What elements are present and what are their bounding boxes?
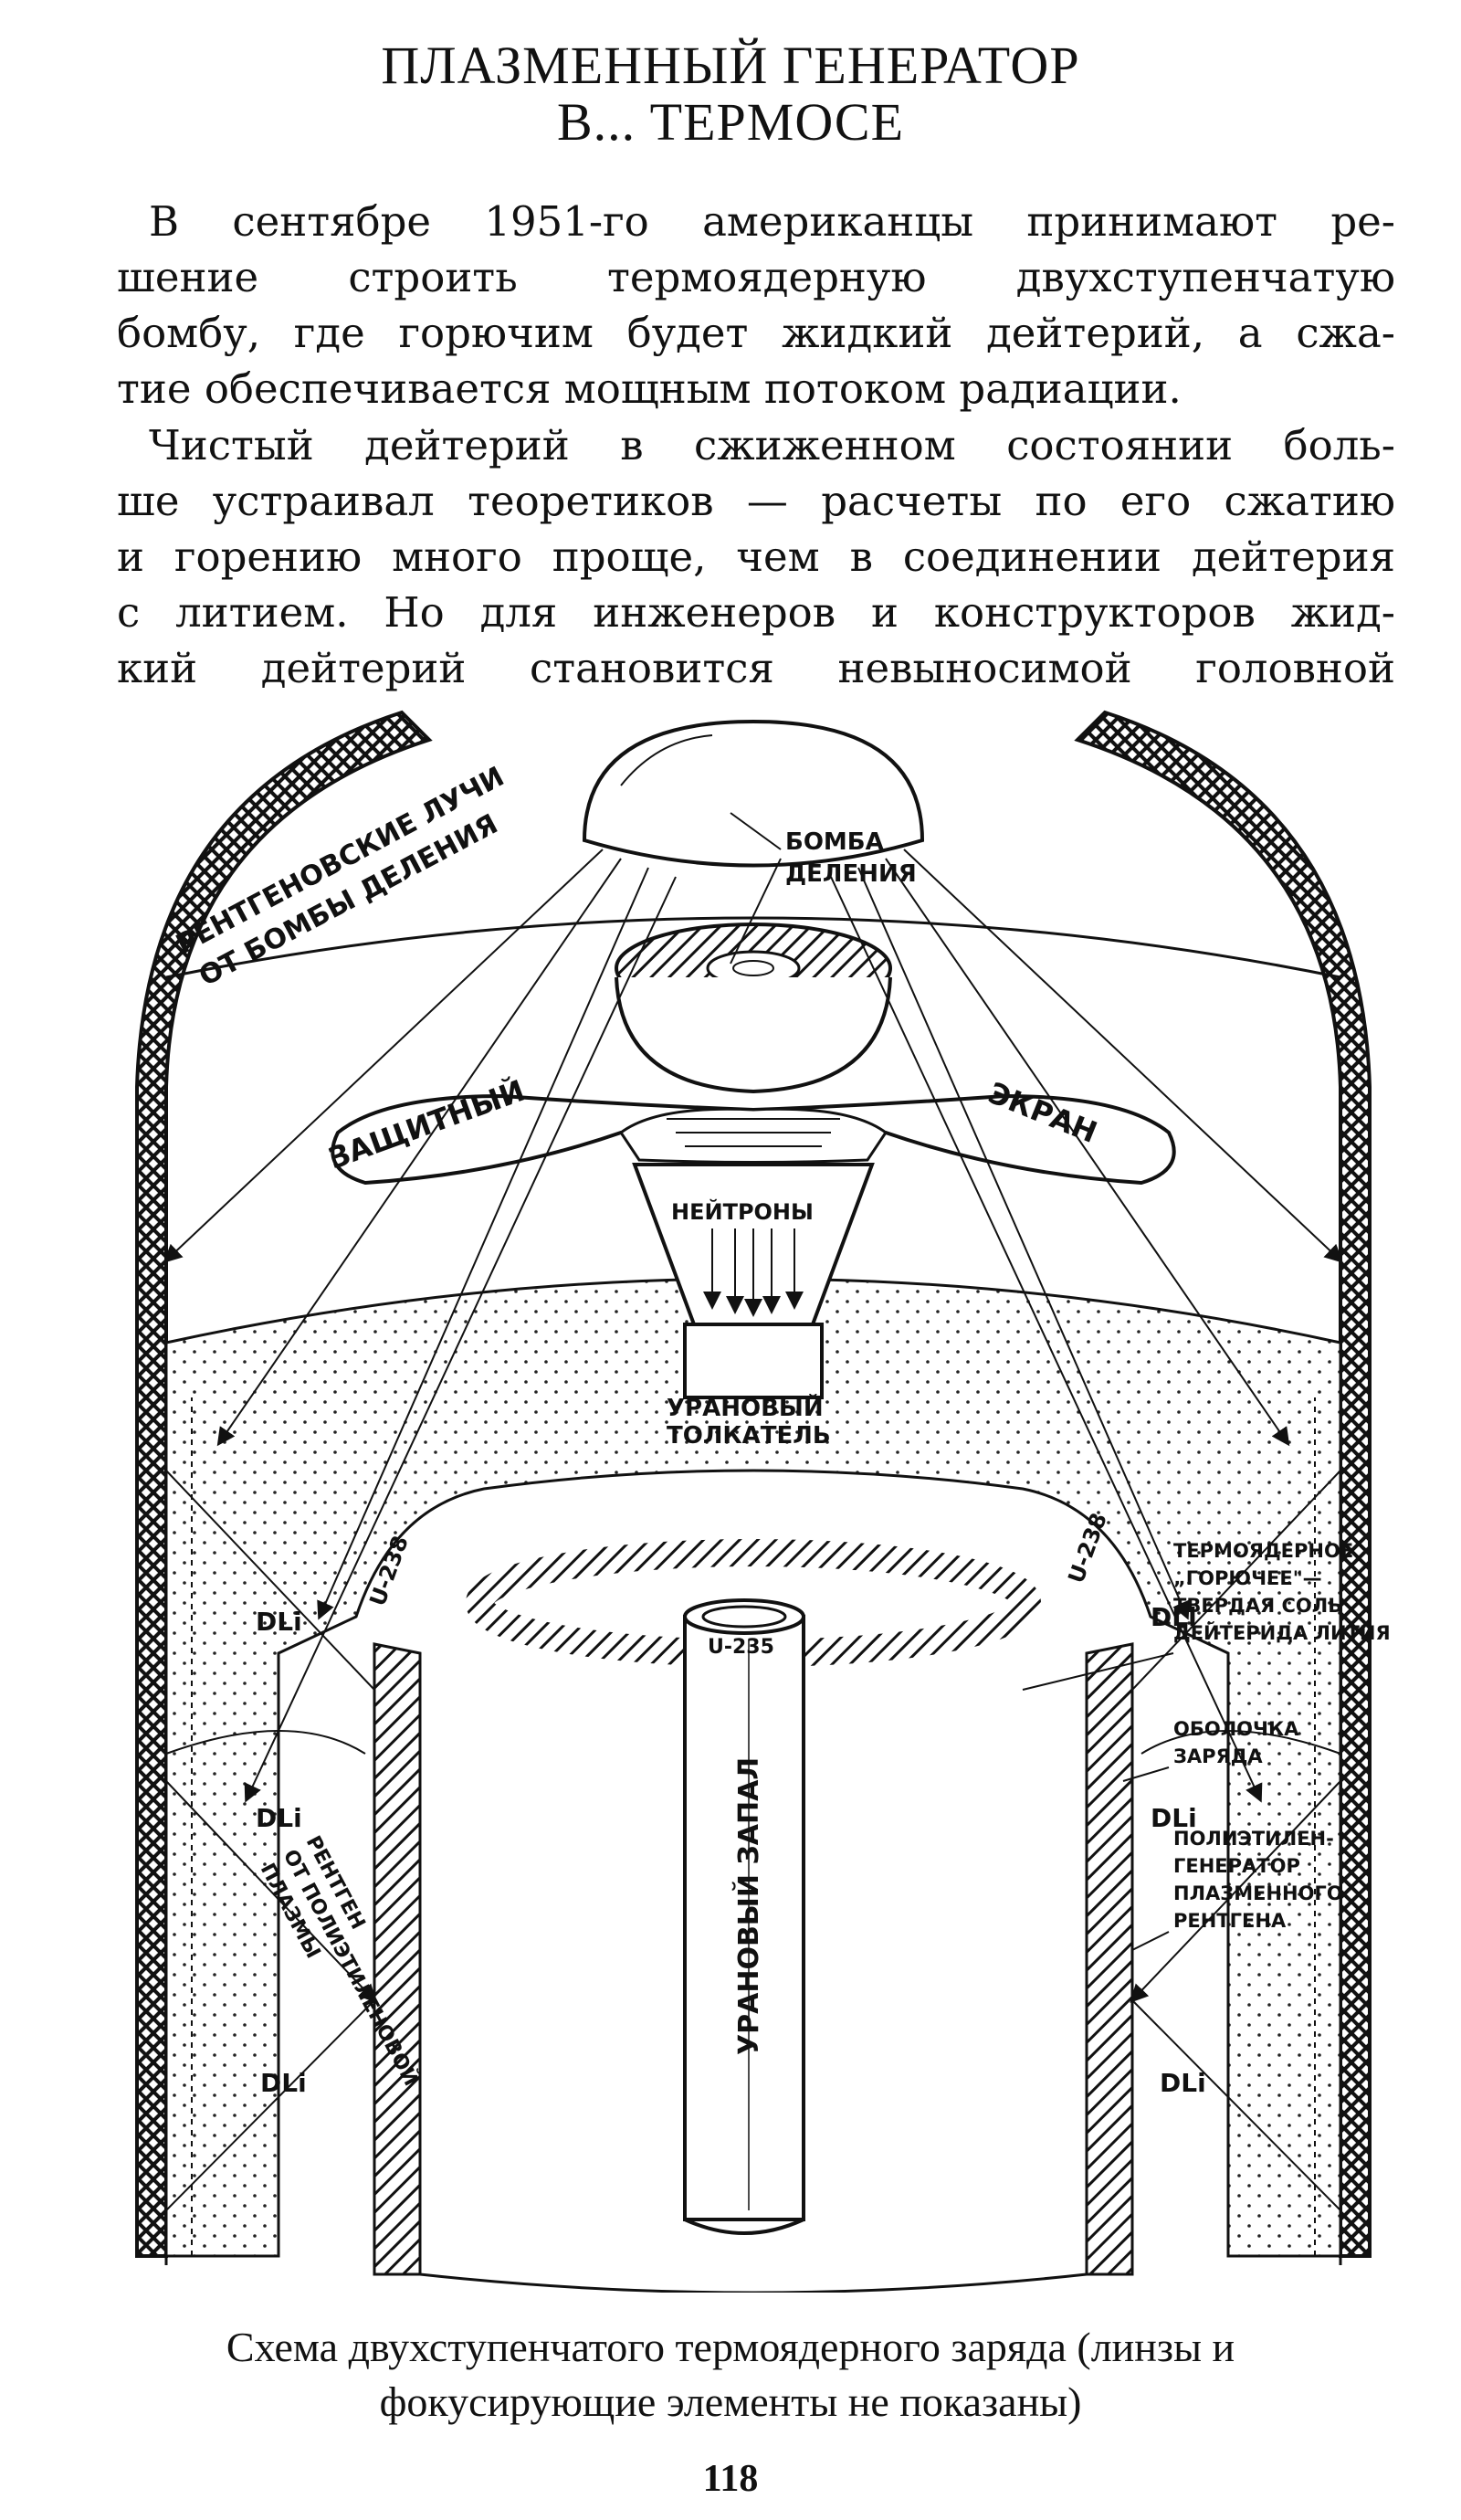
- text-line: тие обеспечивается мощным потоком радиац…: [117, 364, 1182, 413]
- label-dli-5: DLi: [1151, 1803, 1197, 1833]
- label-fission-bomb-2: ДЕЛЕНИЯ: [785, 860, 917, 888]
- label-thermo-fuel-2: „ГОРЮЧЕЕ"—: [1173, 1567, 1322, 1589]
- paragraph-1: В сентябре 1951-го американцы принимают …: [117, 194, 1395, 416]
- protective-shield: [331, 1093, 1176, 1186]
- paragraph-2: Чистый дейтерий в сжиженном состоянии бо…: [117, 417, 1395, 696]
- text-line: шение строить термоядерную двухступенчат…: [117, 253, 1395, 301]
- label-uranium-pusher-2: ТОЛКАТЕЛЬ: [667, 1422, 831, 1450]
- label-neutrons: НЕЙТРОНЫ: [671, 1198, 814, 1225]
- label-fission-bomb-1: БОМБА: [785, 828, 884, 856]
- text-line: В сентябре 1951-го американцы принимают …: [149, 197, 1395, 246]
- fission-core: [615, 923, 892, 1094]
- label-thermo-fuel-4: ДЕЙТЕРИДА ЛИТИЯ: [1173, 1621, 1391, 1644]
- label-dli-4: DLi: [1151, 1602, 1197, 1632]
- label-charge-shell-2: ЗАРЯДА: [1173, 1745, 1263, 1767]
- page-number: 118: [702, 2458, 759, 2500]
- label-polyethylene-2: ГЕНЕРАТОР: [1173, 1855, 1300, 1877]
- label-u238-right: U-238: [1063, 1510, 1112, 1587]
- text-line: Чистый дейтерий в сжиженном состоянии бо…: [149, 421, 1395, 469]
- figure-caption-line-2: фокусирующие элементы не показаны): [379, 2378, 1082, 2425]
- label-dli-2: DLi: [256, 1803, 302, 1833]
- label-uranium-fuse: УРАНОВЫЙ ЗАПАЛ: [732, 1757, 765, 2055]
- label-thermo-fuel-1: ТЕРМОЯДЕРНОЕ: [1173, 1540, 1353, 1562]
- text-line: с литием. Но для инженеров и конструктор…: [117, 588, 1395, 637]
- neutron-funnel: [632, 1163, 875, 1399]
- page-title-line-2: В... ТЕРМОСЕ: [556, 92, 905, 152]
- fission-bomb: [582, 719, 925, 868]
- xray-rays: [163, 849, 1343, 2211]
- text-line: ше устраивал теоретиков — расчеты по его…: [117, 477, 1395, 525]
- figure-caption-line-1: Схема двухступенчатого термоядерного зар…: [226, 2324, 1235, 2370]
- label-charge-shell-1: ОБОЛОЧКА: [1173, 1718, 1299, 1740]
- label-dli-3: DLi: [260, 2068, 307, 2098]
- uranium-fuse-rod: [683, 1598, 805, 2235]
- thermonuclear-charge-diagram: РЕНТГЕНОВСКИЕ ЛУЧИ ОТ БОМБЫ ДЕЛЕНИЯ БОМБ…: [135, 710, 1391, 2293]
- label-polyethylene-4: РЕНТГЕНА: [1173, 1910, 1287, 1932]
- text-line: и горению много проще, чем в соединении …: [117, 532, 1395, 581]
- label-uranium-pusher-1: УРАНОВЫЙ: [667, 1393, 824, 1422]
- page-title-line-1: ПЛАЗМЕННЫЙ ГЕНЕРАТОР: [381, 36, 1080, 95]
- label-thermo-fuel-3: ТВЕРДАЯ СОЛЬ: [1173, 1595, 1342, 1617]
- text-line: кий дейтерий становится невыносимой голо…: [117, 644, 1395, 692]
- label-dli-6: DLi: [1160, 2068, 1206, 2098]
- label-u235: U-235: [708, 1636, 774, 1659]
- label-dli-1: DLi: [256, 1607, 302, 1637]
- label-polyethylene-3: ПЛАЗМЕННОГО: [1173, 1882, 1343, 1904]
- text-line: бомбу, где горючим будет жидкий дейтерий…: [117, 309, 1395, 357]
- label-polyethylene-1: ПОЛИЭТИЛЕН-: [1173, 1828, 1334, 1850]
